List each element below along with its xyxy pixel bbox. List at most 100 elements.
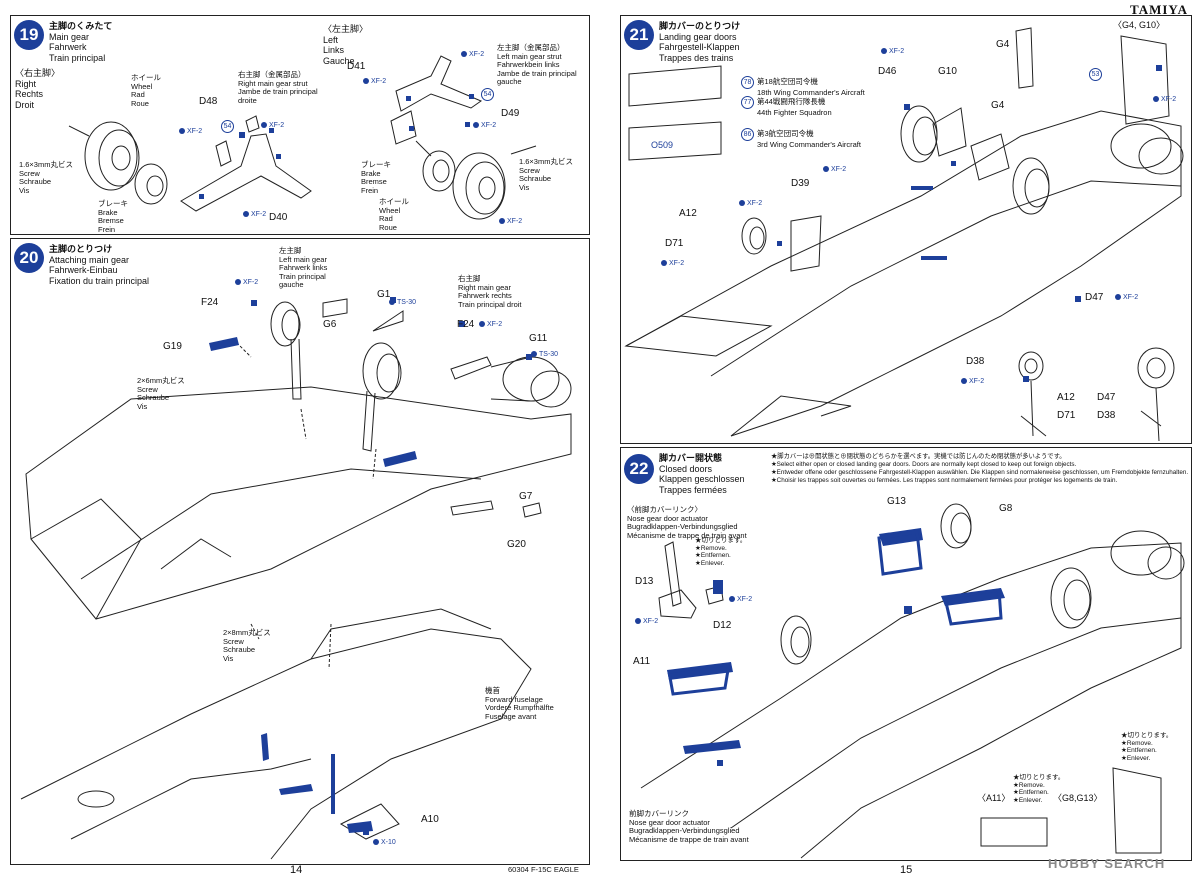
right-de: Rechts xyxy=(15,89,44,99)
step-21-title: 脚カバーのとりつけ Landing gear doors Fahrgestell… xyxy=(659,21,740,63)
paint-callout: XF-2 xyxy=(461,51,484,58)
paint-callout: XF-2 xyxy=(661,260,684,267)
sub-step-ref: 54 xyxy=(221,120,237,133)
step-20-panel: 20 主脚のとりつけ Attaching main gear Fahrwerk-… xyxy=(10,238,590,865)
title-fr: Train principal xyxy=(49,52,106,63)
step-number-20: 20 xyxy=(14,243,44,273)
left-jp: 〈左主脚〉 xyxy=(323,24,369,34)
title-jp: 主脚のとりつけ xyxy=(49,244,113,254)
paint-callout: XF-2 xyxy=(823,166,846,173)
paint-callout: XF-2 xyxy=(739,200,762,207)
brand-logo: TAMIYA xyxy=(1130,2,1189,17)
paint-callout: XF-2 xyxy=(243,211,266,218)
part-g13: G13 xyxy=(887,496,906,507)
title-fr: Trappes fermées xyxy=(659,484,727,495)
right-jp: 〈右主脚〉 xyxy=(15,68,61,78)
left-side-label: 〈左主脚〉 Left Links Gauche xyxy=(323,24,368,66)
sub-step-ref: 53 xyxy=(1089,68,1105,81)
part-g11: G11 xyxy=(529,333,548,344)
left-en: Left xyxy=(323,34,339,45)
step-number-21: 21 xyxy=(624,20,654,50)
step-22-drawing xyxy=(640,503,1185,859)
title-fr: Fixation du train principal xyxy=(49,275,150,286)
part-g1: G1 xyxy=(377,289,391,300)
kit-code: 60304 F-15C EAGLE xyxy=(508,865,579,874)
part-g19: G19 xyxy=(163,341,182,352)
title-de: Fahrwerk-Einbau xyxy=(49,265,118,275)
part-d38b: D38 xyxy=(1097,410,1116,421)
g8-g13-inset-label: 〈G8,G13〉 xyxy=(1053,793,1103,803)
part-f24a: F24 xyxy=(201,297,219,308)
right-en: Right xyxy=(15,78,37,89)
step-number-19: 19 xyxy=(14,20,44,50)
part-d49: D49 xyxy=(501,108,520,119)
paint-callout: XF-2 xyxy=(1153,96,1176,103)
title-en: Main gear xyxy=(49,31,90,42)
title-en: Attaching main gear xyxy=(49,254,130,265)
part-d71b: D71 xyxy=(1057,410,1076,421)
sub-step-ref: 54 xyxy=(481,88,497,101)
part-g20: G20 xyxy=(507,539,526,550)
step-19-title: 主脚のくみたて Main gear Fahrwerk Train princip… xyxy=(49,21,112,63)
page-number-right: 15 xyxy=(900,864,913,876)
part-a12a: A12 xyxy=(679,208,697,219)
paint-callout: XF-2 xyxy=(479,321,502,328)
title-en: Closed doors xyxy=(659,463,713,474)
paint-callout: XF-2 xyxy=(635,618,658,625)
right-page: TAMIYA 21 脚カバーのとりつけ Landing gear doors F… xyxy=(600,0,1200,879)
right-fr: Droit xyxy=(15,99,35,110)
step-19-drawing xyxy=(68,55,537,220)
cut-note-1: ★切りとります。★Remove.★Entfernen.★Enlever. xyxy=(695,537,747,567)
part-g4b: G4 xyxy=(991,100,1005,111)
part-g10: G10 xyxy=(938,66,957,77)
g4-g10-inset-label: 〈G4, G10〉 xyxy=(1113,20,1166,30)
part-g8: G8 xyxy=(999,503,1013,514)
watermark: HOBBY SEARCH xyxy=(1048,856,1166,871)
left-page: 19 主脚のくみたて Main gear Fahrwerk Train prin… xyxy=(10,15,590,876)
step-20-drawing xyxy=(20,297,572,860)
paint-callout: XF-2 xyxy=(473,122,496,129)
paint-callout: XF-2 xyxy=(179,128,202,135)
step-22-notes: ★脚カバーは⊕開状態と⊕閉状態のどちらかを選べます。実機では防じんのため閉状態が… xyxy=(771,453,1189,484)
title-de: Fahrwerk xyxy=(49,42,87,52)
part-f24b: F24 xyxy=(457,319,475,330)
part-d12: D12 xyxy=(713,620,732,631)
title-de: Klappen geschlossen xyxy=(659,474,745,484)
part-d13: D13 xyxy=(635,576,654,587)
part-d46: D46 xyxy=(878,66,897,77)
step-21-drawing: O509 xyxy=(624,27,1184,442)
part-d48: D48 xyxy=(199,96,218,107)
part-d47a: D47 xyxy=(1085,292,1104,303)
part-a11: A11 xyxy=(633,656,651,667)
paint-callout: XF-2 xyxy=(729,596,752,603)
paint-callout: XF-2 xyxy=(961,378,984,385)
step-20-title: 主脚のとりつけ Attaching main gear Fahrwerk-Ein… xyxy=(49,244,149,286)
part-d38a: D38 xyxy=(966,356,985,367)
part-d41: D41 xyxy=(347,61,366,72)
part-d47b: D47 xyxy=(1097,392,1116,403)
title-en: Landing gear doors xyxy=(659,31,737,42)
part-d40: D40 xyxy=(269,212,288,223)
left-fr: Gauche xyxy=(323,55,355,66)
paint-callout: XF-2 xyxy=(499,218,522,225)
step-number-22: 22 xyxy=(624,454,654,484)
part-a10: A10 xyxy=(421,814,439,825)
paint-callout: TS-30 xyxy=(389,299,416,306)
svg-text:O509: O509 xyxy=(651,140,673,150)
title-de: Fahrgestell-Klappen xyxy=(659,42,740,52)
part-d39: D39 xyxy=(791,178,810,189)
cut-note-3: ★切りとります。★Remove.★Entfernen.★Enlever. xyxy=(1013,774,1065,804)
